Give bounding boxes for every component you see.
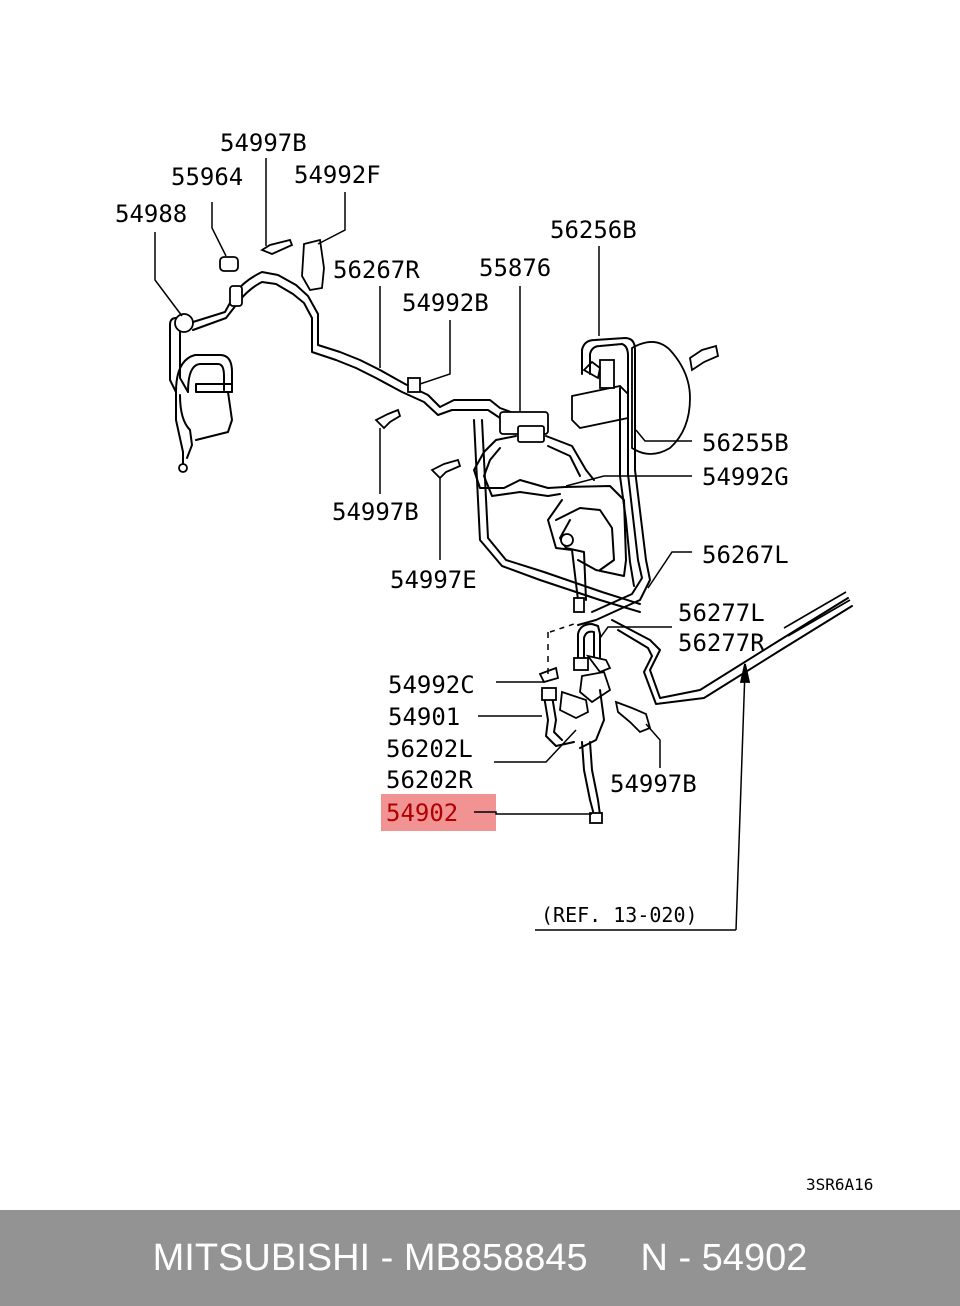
leader-lines <box>154 158 751 931</box>
brake-line-diagram: 54997B 55964 54992F 54988 56256B 56267R … <box>115 129 873 1194</box>
label-54988: 54988 <box>115 200 187 228</box>
label-54997E: 54997E <box>390 566 477 594</box>
footer-part-number: MITSUBISHI - MB858845 N - 54902 <box>152 1236 808 1279</box>
label-54997B-low: 54997B <box>610 770 697 798</box>
part-labels: 54997B 55964 54992F 54988 56256B 56267R … <box>115 129 873 1194</box>
label-56202R: 56202R <box>386 766 473 794</box>
pipe-network <box>169 238 853 824</box>
label-54992B: 54992B <box>402 289 489 317</box>
label-56277R: 56277R <box>678 629 765 657</box>
label-54902-highlighted: 54902 <box>386 799 458 827</box>
label-54992F: 54992F <box>294 161 381 189</box>
label-56267R: 56267R <box>333 256 420 284</box>
label-55964: 55964 <box>171 163 243 191</box>
label-56255B: 56255B <box>702 429 789 457</box>
label-54992C: 54992C <box>388 671 475 699</box>
label-54997B-top: 54997B <box>220 129 307 157</box>
label-55876: 55876 <box>479 254 551 282</box>
label-54992G: 54992G <box>702 463 789 491</box>
label-56202L: 56202L <box>386 735 473 763</box>
label-56256B: 56256B <box>550 216 637 244</box>
label-56267L: 56267L <box>702 541 789 569</box>
label-54997B-mid: 54997B <box>332 498 419 526</box>
diagram-code: 3SR6A16 <box>806 1175 873 1194</box>
label-56277L: 56277L <box>678 599 765 627</box>
label-54901: 54901 <box>388 703 460 731</box>
footer-bar: MITSUBISHI - MB858845 N - 54902 <box>0 1210 960 1306</box>
reference-label: (REF. 13-020) <box>541 903 698 927</box>
